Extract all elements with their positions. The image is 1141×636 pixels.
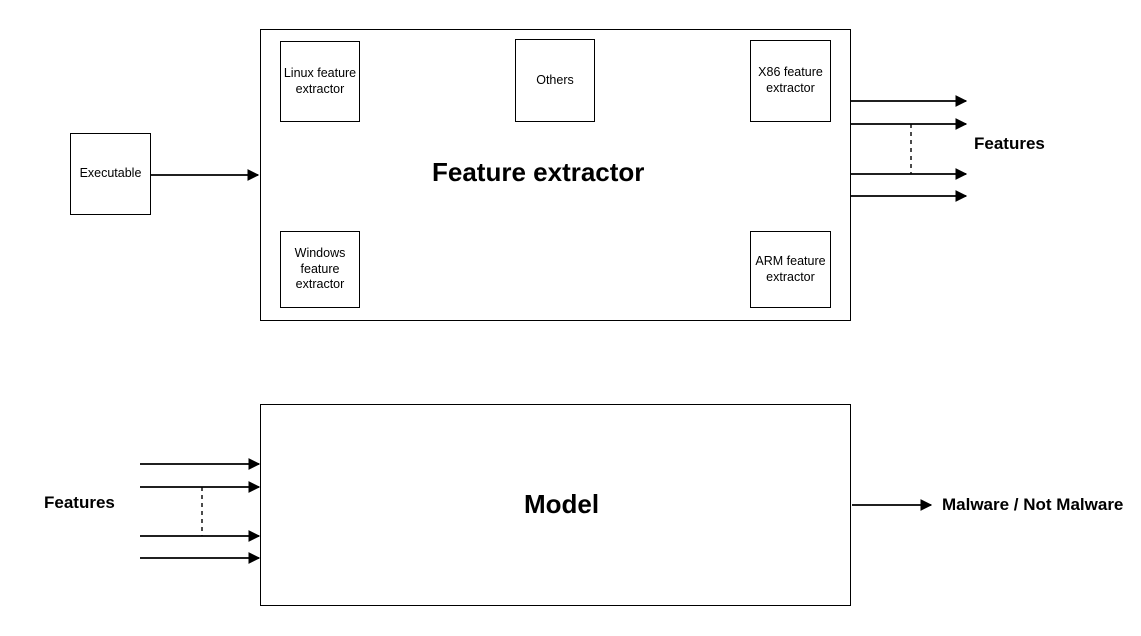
extractor-box-others: Others [515,39,595,122]
features-label-top: Features [974,134,1045,153]
extractor-label-windows: Windows feature extractor [294,246,346,292]
extractor-label-others: Others [536,72,574,87]
executable-box: Executable [70,133,151,215]
features-label-bottom: Features [44,493,115,512]
extractor-box-windows: Windows feature extractor [280,231,360,308]
model-title: Model [524,489,600,519]
extractor-box-arm: ARM feature extractor [750,231,831,308]
extractor-box-x86: X86 feature extractor [750,40,831,122]
executable-label: Executable [79,166,142,181]
model-container [260,404,851,606]
feature-extractor-title: Feature extractor [432,157,645,187]
extractor-label-linux: Linux feature extractor [283,65,357,96]
extractor-box-linux: Linux feature extractor [280,41,360,122]
output-label-malware: Malware / Not Malware [942,495,1124,514]
extractor-label-x86: X86 feature extractor [758,65,823,95]
extractor-label-arm: ARM feature extractor [755,253,826,284]
